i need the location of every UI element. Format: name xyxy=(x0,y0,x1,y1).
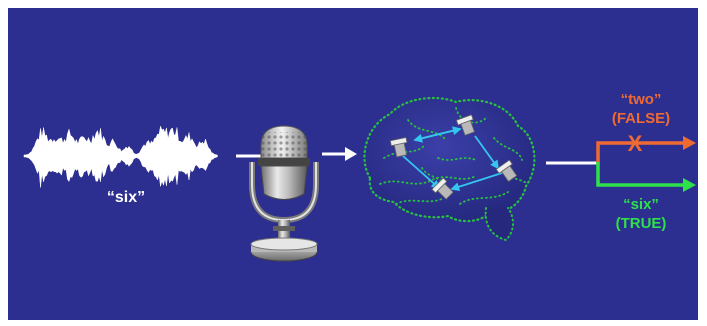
waveform-icon xyxy=(24,126,218,187)
brain-icon xyxy=(364,98,534,240)
false-mark: X xyxy=(628,131,643,156)
spoken-word-label: “six” xyxy=(86,189,166,207)
true-output-label: “six” (TRUE) xyxy=(596,195,686,233)
true-branch-arrow xyxy=(598,162,696,192)
microphone-icon xyxy=(251,126,317,261)
true-output-word: “six” xyxy=(596,195,686,214)
diagram-panel: X “six” “two” (FALSE) “six” (TRUE) xyxy=(8,8,698,320)
diagram-canvas: X xyxy=(8,8,698,320)
false-output-label: “two” (FALSE) xyxy=(596,90,686,128)
false-output-word: “two” xyxy=(596,90,686,109)
arrow-right-icon xyxy=(322,147,357,161)
false-output-status: (FALSE) xyxy=(596,109,686,128)
false-branch-arrow xyxy=(598,136,696,164)
true-output-status: (TRUE) xyxy=(596,214,686,233)
